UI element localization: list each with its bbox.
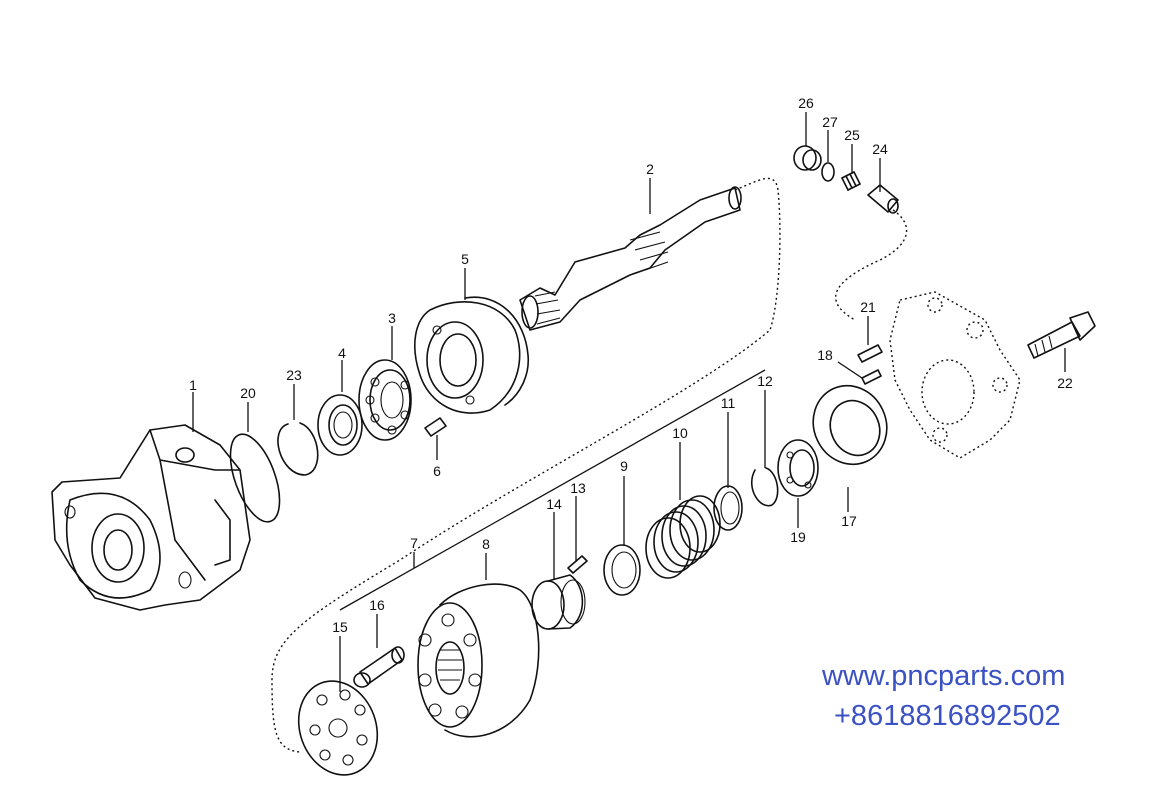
callout-17: 17 xyxy=(841,513,857,529)
part-4-bearing xyxy=(317,394,363,456)
callout-18: 18 xyxy=(817,347,833,363)
group-7-leader xyxy=(339,369,766,611)
callout-7: 7 xyxy=(410,535,418,551)
leader-lines xyxy=(192,112,1066,692)
part-1-housing xyxy=(51,424,251,611)
part-12-snap-ring xyxy=(750,467,779,507)
assembly-path-shaft xyxy=(271,177,781,753)
callout-9: 9 xyxy=(620,458,628,474)
part-9-ring xyxy=(603,544,641,596)
part-22-bolt xyxy=(1027,311,1096,359)
part-17-disc xyxy=(812,384,888,466)
part-19-bearing xyxy=(777,439,819,497)
part-20-oring xyxy=(229,433,281,523)
part-27-oring xyxy=(821,162,835,182)
callout-6: 6 xyxy=(433,463,441,479)
part-16-piston xyxy=(353,646,405,688)
part-2-shaft xyxy=(519,186,742,331)
callout-24: 24 xyxy=(872,141,888,157)
part-11-ring xyxy=(713,485,743,531)
part-14-guide xyxy=(531,574,586,630)
watermark-url: www.pncparts.com xyxy=(822,660,1066,692)
part-5-housing xyxy=(414,296,530,414)
callout-1: 1 xyxy=(189,377,197,393)
part-24-spool xyxy=(867,184,899,214)
callout-21: 21 xyxy=(860,299,876,315)
callout-3: 3 xyxy=(388,310,396,326)
callout-16: 16 xyxy=(369,597,385,613)
callout-4: 4 xyxy=(338,345,346,361)
part-23-snap-ring xyxy=(277,422,319,476)
part-18-pin xyxy=(861,369,882,385)
callout-23: 23 xyxy=(286,367,302,383)
callout-19: 19 xyxy=(790,529,806,545)
callout-26: 26 xyxy=(798,95,814,111)
part-25-spring xyxy=(841,171,861,191)
part-13-pin xyxy=(567,555,588,574)
assembly-path-valve xyxy=(834,209,908,321)
callout-22: 22 xyxy=(1057,375,1073,391)
callout-14: 14 xyxy=(546,496,562,512)
callout-11: 11 xyxy=(721,395,736,411)
valve-plate xyxy=(889,291,1021,459)
part-8-cylinder-block xyxy=(417,583,540,738)
part-21-pin xyxy=(857,344,883,363)
callout-8: 8 xyxy=(482,536,490,552)
callout-27: 27 xyxy=(822,114,838,130)
part-26-plug xyxy=(793,145,822,171)
part-3-bearing xyxy=(358,359,412,441)
watermark-phone: +8618816892502 xyxy=(834,700,1061,732)
callout-15: 15 xyxy=(332,619,348,635)
part-15-retainer xyxy=(297,680,379,776)
callout-13: 13 xyxy=(570,480,586,496)
part-10-spring xyxy=(645,495,721,579)
callout-10: 10 xyxy=(672,425,688,441)
callout-25: 25 xyxy=(844,127,860,143)
callout-20: 20 xyxy=(240,385,256,401)
callout-12: 12 xyxy=(757,373,773,389)
callout-2: 2 xyxy=(646,161,654,177)
callout-5: 5 xyxy=(461,251,469,267)
part-6-pin xyxy=(424,417,447,437)
callout-labels: 1 2 3 4 5 6 7 8 9 10 11 12 13 14 15 16 1… xyxy=(189,95,1073,635)
